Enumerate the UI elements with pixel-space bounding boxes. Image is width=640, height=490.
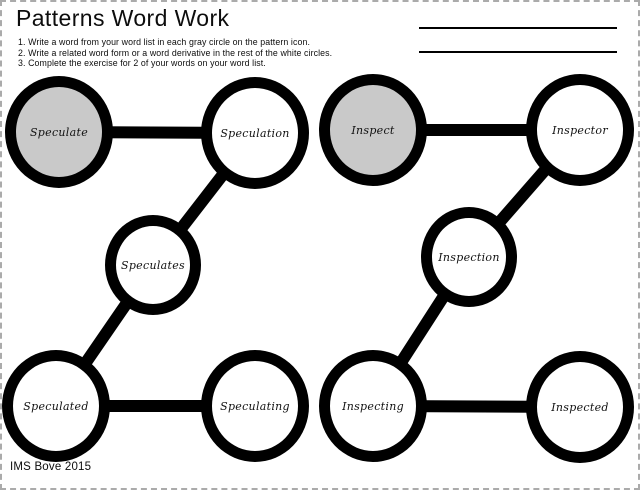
node-label: Speculating <box>220 399 290 413</box>
instructions-list: 1. Write a word from your word list in e… <box>18 37 332 69</box>
node-speculate: Speculate <box>5 76 113 188</box>
node-label: Inspect <box>351 123 395 137</box>
credit-text: IMS Bove 2015 <box>10 461 92 473</box>
node-label: Inspected <box>551 400 609 414</box>
node-label: Inspecting <box>342 399 404 413</box>
node-label: Inspection <box>438 250 500 264</box>
node-label: Speculated <box>23 399 89 413</box>
node-speculating: Speculating <box>201 350 309 462</box>
node-inspector: Inspector <box>526 74 634 186</box>
node-speculated: Speculated <box>2 350 110 462</box>
page-title: Patterns Word Work <box>16 5 230 31</box>
node-label: Inspector <box>552 123 608 137</box>
name-blank-line-2 <box>419 51 617 53</box>
node-label: Speculates <box>121 258 185 272</box>
node-inspected: Inspected <box>526 351 634 463</box>
instruction-line-2: 2. Write a related word form or a word d… <box>18 47 333 58</box>
name-blank-line-1 <box>419 27 617 29</box>
node-label: Speculate <box>29 125 89 139</box>
node-inspection: Inspection <box>421 207 517 307</box>
instruction-line-3: 3. Complete the exercise for 2 of your w… <box>18 58 266 69</box>
node-inspect: Inspect <box>319 74 427 186</box>
instruction-line-1: 1. Write a word from your word list in e… <box>18 37 310 47</box>
node-inspecting: Inspecting <box>319 350 427 462</box>
node-label: Speculation <box>220 126 290 140</box>
node-speculates: Speculates <box>105 215 201 315</box>
node-speculation: Speculation <box>201 77 309 189</box>
